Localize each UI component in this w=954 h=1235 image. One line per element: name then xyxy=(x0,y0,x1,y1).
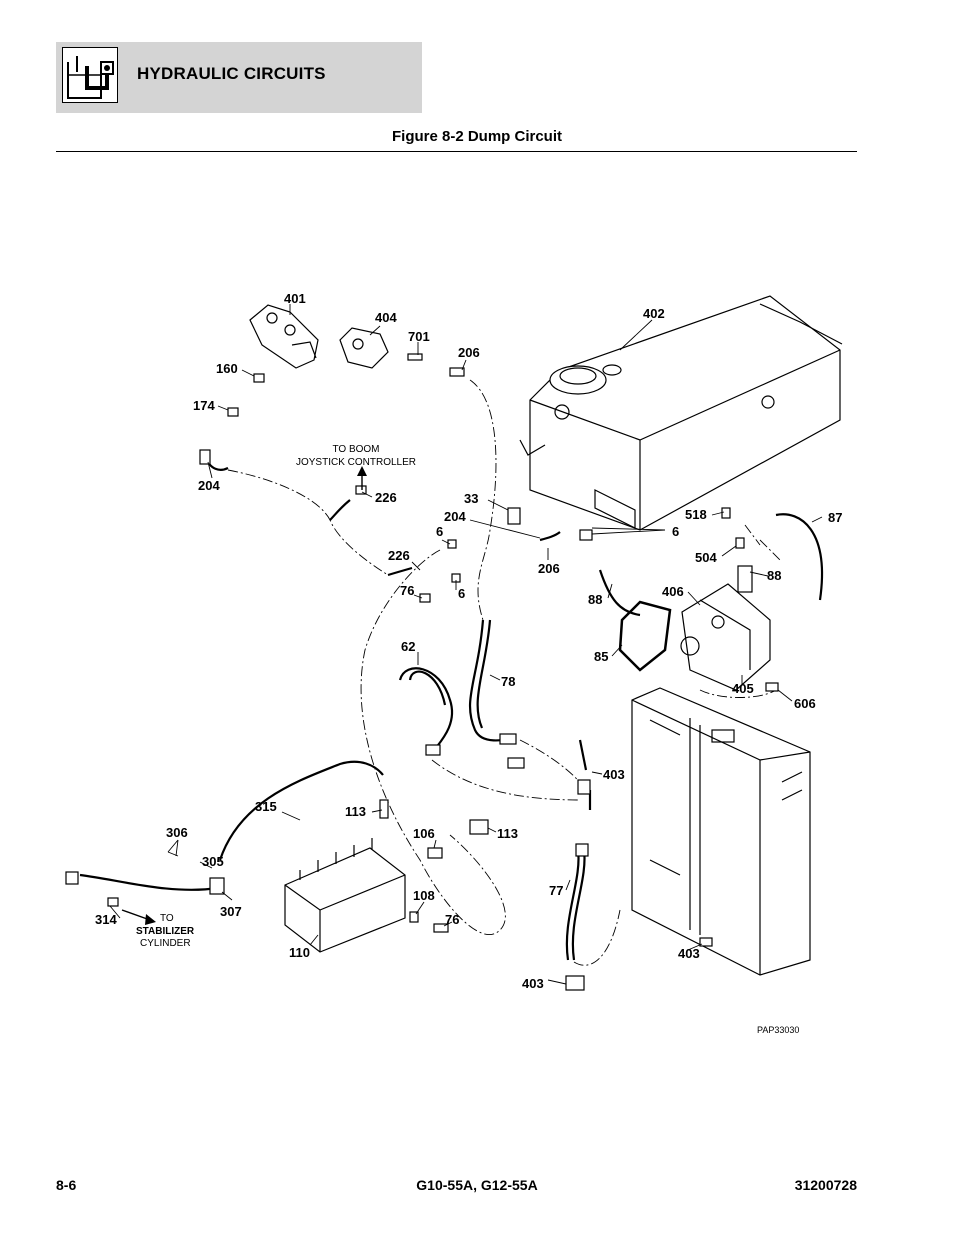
callout-402: 402 xyxy=(643,306,665,321)
callout-305: 305 xyxy=(202,854,224,869)
callout-110: 110 xyxy=(289,945,310,960)
callout-204: 204 xyxy=(198,478,220,493)
callout-404: 404 xyxy=(375,310,397,325)
figure-title: Figure 8-2 Dump Circuit xyxy=(391,128,563,145)
callout-174: 174 xyxy=(193,398,215,413)
callout-226: 226 xyxy=(388,548,410,563)
callout-160: 160 xyxy=(216,361,238,376)
note-stabilizer: STABILIZER xyxy=(136,926,195,937)
callout-88: 88 xyxy=(588,592,602,607)
callout-62: 62 xyxy=(401,639,415,654)
callout-701: 701 xyxy=(408,329,430,344)
callout-403: 403 xyxy=(522,976,544,991)
callout-106: 106 xyxy=(413,826,435,841)
callout-403: 403 xyxy=(678,946,700,961)
callout-77: 77 xyxy=(549,883,563,898)
header-rule xyxy=(56,151,857,152)
callout-33: 33 xyxy=(464,491,478,506)
document-number: 31200728 xyxy=(794,1177,857,1193)
callout-307: 307 xyxy=(220,904,242,919)
callout-315: 315 xyxy=(255,799,277,814)
callout-405: 405 xyxy=(732,681,754,696)
figure-reference: PAP33030 xyxy=(757,1025,799,1035)
callout-113: 113 xyxy=(497,826,518,841)
boom-arrow-icon xyxy=(357,466,367,476)
oil-cooler xyxy=(631,687,811,976)
callout-401: 401 xyxy=(284,291,306,306)
callout-6: 6 xyxy=(436,524,443,539)
motor-404 xyxy=(339,327,389,369)
callout-76: 76 xyxy=(445,912,459,927)
page-number: 8-6 xyxy=(56,1177,77,1193)
callout-6: 6 xyxy=(458,586,465,601)
callout-206: 206 xyxy=(458,345,480,360)
note-cylinder: CYLINDER xyxy=(140,938,191,949)
hydraulic-tank xyxy=(519,295,843,531)
note-to-boom: TO BOOM xyxy=(332,444,379,455)
callout-606: 606 xyxy=(794,696,816,711)
callout-85: 85 xyxy=(594,649,608,664)
control-valve-110 xyxy=(284,838,406,953)
callout-226: 226 xyxy=(375,490,397,505)
callout-314: 314 xyxy=(95,912,117,927)
callout-204: 204 xyxy=(444,509,466,524)
callout-406: 406 xyxy=(662,584,684,599)
callout-206: 206 xyxy=(538,561,560,576)
model-names: G10-55A, G12-55A xyxy=(416,1177,538,1193)
callout-87: 87 xyxy=(828,510,842,525)
callout-403: 403 xyxy=(603,767,625,782)
callout-6: 6 xyxy=(672,524,679,539)
stabilizer-arrow-icon xyxy=(145,914,156,925)
callout-504: 504 xyxy=(695,550,717,565)
callout-78: 78 xyxy=(501,674,515,689)
note-to: TO xyxy=(160,913,174,924)
gasket-85 xyxy=(618,600,672,672)
callout-76: 76 xyxy=(400,583,414,598)
pump-assembly-406 xyxy=(680,565,771,691)
callout-113: 113 xyxy=(345,804,366,819)
note-joystick-controller: JOYSTICK CONTROLLER xyxy=(296,457,416,468)
section-title: HYDRAULIC CIRCUITS xyxy=(137,64,326,83)
pump-401 xyxy=(249,304,319,369)
callout-108: 108 xyxy=(413,888,435,903)
callout-306: 306 xyxy=(166,825,188,840)
hydraulic-reservoir-icon xyxy=(62,47,118,103)
callout-518: 518 xyxy=(685,507,707,522)
callout-88: 88 xyxy=(767,568,781,583)
